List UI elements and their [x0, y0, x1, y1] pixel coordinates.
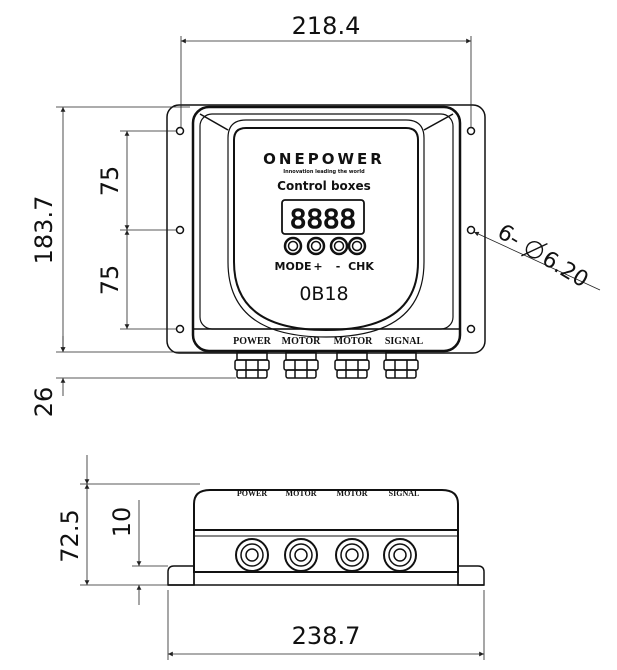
dim-hole-diameter: 6.20 — [537, 246, 592, 293]
side-port-labels: POWER MOTOR MOTOR SIGNAL — [237, 489, 419, 498]
cable-gland — [383, 351, 419, 379]
top-view — [166, 104, 486, 379]
port-label: POWER — [233, 336, 272, 347]
dim-bottom-width: 238.7 — [292, 622, 361, 650]
left-flange — [167, 565, 195, 586]
port-labels: POWER MOTOR MOTOR SIGNAL — [233, 336, 423, 347]
faceplate — [233, 127, 419, 332]
mounting-hole — [466, 225, 476, 235]
minus-button — [329, 236, 349, 256]
mounting-hole — [466, 324, 476, 334]
side-dimension-text: 72.5 10 238.7 — [56, 507, 360, 650]
cable-gland — [335, 538, 369, 572]
dim-hole-spacing-upper: 75 — [96, 166, 124, 197]
dim-hole-spacing-lower: 75 — [96, 265, 124, 296]
seven-segment-display — [281, 199, 365, 235]
button-label-chk: CHK — [348, 260, 374, 273]
cable-glands — [234, 351, 419, 379]
side-view — [167, 489, 485, 586]
mode-button — [283, 236, 303, 256]
enclosure-lid — [193, 489, 459, 530]
port-label: MOTOR — [334, 336, 373, 347]
dim-flange-thickness: 10 — [108, 507, 136, 538]
dim-top-width: 218.4 — [292, 12, 361, 40]
side-dimensions — [80, 455, 485, 660]
side-port-label: POWER — [237, 489, 267, 498]
dim-gland-length: 26 — [30, 387, 58, 418]
cable-gland — [234, 351, 270, 379]
cable-gland — [235, 538, 269, 572]
cable-gland — [334, 351, 370, 379]
right-flange — [457, 565, 485, 586]
dim-hole-count: 6- — [493, 220, 525, 253]
side-port-label: MOTOR — [286, 489, 317, 498]
cable-gland — [283, 351, 319, 379]
cable-gland — [284, 538, 318, 572]
mounting-flange — [166, 104, 486, 354]
side-port-label: MOTOR — [337, 489, 368, 498]
brand-tagline: Innovation leading the world — [283, 169, 365, 175]
mounting-hole — [175, 126, 185, 136]
dim-left-height: 183.7 — [30, 196, 58, 265]
diameter-icon — [521, 241, 548, 259]
port-label: MOTOR — [282, 336, 321, 347]
cable-gland — [383, 538, 417, 572]
mounting-hole — [175, 225, 185, 235]
button-label-mode: MODE — [275, 260, 312, 273]
mounting-hole — [175, 324, 185, 334]
display-digits: 8888 — [290, 205, 356, 235]
top-dimensions — [56, 36, 601, 396]
side-cable-glands — [235, 538, 417, 572]
plus-button — [306, 236, 326, 256]
side-port-label: SIGNAL — [389, 489, 420, 498]
enclosure-body — [191, 105, 462, 353]
model-number: 0B18 — [299, 283, 348, 305]
button-label-plus: + — [313, 260, 322, 273]
port-label: SIGNAL — [385, 336, 424, 347]
dim-side-height: 72.5 — [56, 509, 84, 562]
faceplate-text: ONEPOWER Innovation leading the world Co… — [263, 150, 385, 305]
enclosure-base — [193, 529, 459, 573]
chk-button — [347, 236, 367, 256]
button-label-minus: - — [336, 260, 341, 273]
product-title: Control boxes — [277, 179, 371, 193]
brand-logo: ONEPOWER — [263, 150, 385, 168]
button-row — [283, 236, 367, 256]
